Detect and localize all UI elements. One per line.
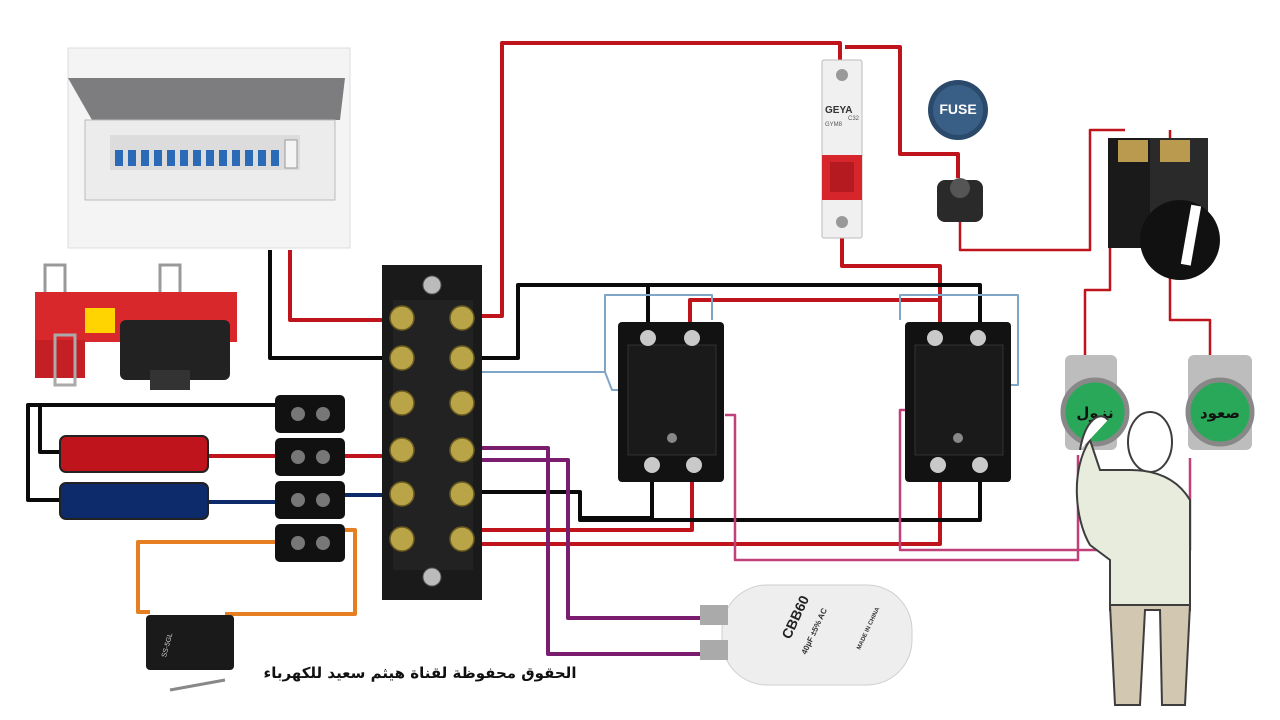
wire-capacitor-2 <box>482 446 720 656</box>
breaker-model: GYM8 <box>825 122 843 128</box>
capacitor-icon: CBB60 40µF ±5% AC MADE IN CHINA <box>700 584 913 686</box>
wire-out-red-1 <box>482 470 942 546</box>
small-terminal-block-icon <box>275 395 345 562</box>
wire-capacitor-1 <box>482 458 720 620</box>
breaker-brand: GEYA <box>825 105 852 116</box>
fuse-holder-icon: FUSE <box>928 80 988 222</box>
wire-fuse-to-selector <box>958 128 1125 252</box>
terminal-block-icon <box>382 265 482 600</box>
circuit-breaker-icon: GEYA GYM8 C32 <box>821 59 863 239</box>
watermark-text: الحقوق محفوظة لقناة هيثم سعيد للكهرباء <box>263 664 577 682</box>
wire-live-fuse <box>845 45 960 178</box>
wire-control-blue-1 <box>482 294 713 373</box>
wire-control-blue-3 <box>899 294 1019 386</box>
push-button-up-icon[interactable]: صعود <box>1185 355 1255 450</box>
distribution-board-icon <box>67 47 351 249</box>
wire-pink-1 <box>725 413 1080 562</box>
wire-motor-loop <box>26 403 275 502</box>
fuse-label: FUSE <box>939 101 976 117</box>
contactor-icon-left <box>618 322 724 482</box>
button-up-label: صعود <box>1200 404 1240 422</box>
wire-motor-loop-2 <box>38 405 60 454</box>
contactor-icon-right <box>905 322 1011 482</box>
wire-panel-neutral <box>268 250 386 360</box>
wire-live-contactor-link <box>688 298 940 330</box>
wire-out-black-2 <box>578 470 982 522</box>
wire-out-red-2 <box>482 470 694 532</box>
hand-pointer-icon <box>1075 411 1192 706</box>
capacitor-red-bar <box>59 435 209 473</box>
electric-hoist-icon <box>35 263 237 390</box>
wire-switch-1 <box>136 540 275 614</box>
selector-switch-icon <box>1108 138 1220 280</box>
breaker-rating: C32 <box>848 116 860 122</box>
capacitor-blue-bar <box>59 482 209 520</box>
wire-neutral-top <box>482 283 982 360</box>
wire-live-main <box>482 41 842 318</box>
wire-switch-2 <box>225 528 357 616</box>
push-button-down-icon[interactable]: نزول <box>1060 355 1130 450</box>
wire-panel-red <box>288 250 386 322</box>
wire-control-blue-2 <box>604 371 620 391</box>
limit-switch-icon: SS-5GL <box>146 615 234 692</box>
